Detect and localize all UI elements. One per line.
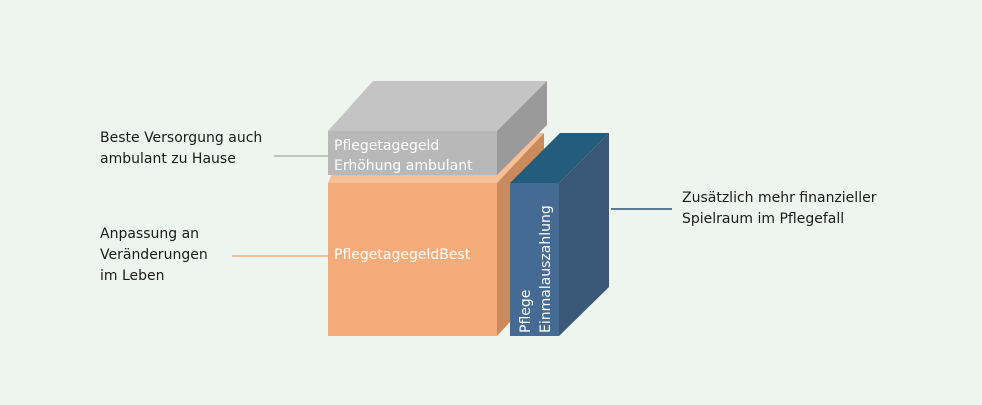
annotation-left-top-line2: ambulant zu Hause <box>100 151 236 167</box>
annotation-left-bottom: Anpassung an Veränderungen im Leben <box>100 224 208 287</box>
blue-block-label-line2: Einmalauszahlung <box>538 205 554 333</box>
annotation-left-top-line1: Beste Versorgung auch <box>100 130 263 146</box>
grey-block-label-line1: Pflegetagegeld <box>334 138 439 154</box>
blue-block-front <box>510 183 559 336</box>
blue-block-label-line1: Pflege <box>518 290 534 333</box>
annotation-left-bottom-line2: Veränderungen <box>100 247 208 263</box>
annotation-left-bottom-line1: Anpassung an <box>100 226 200 242</box>
blue-block-side <box>559 133 609 336</box>
annotation-right-line2: Spielraum im Pflegefall <box>682 211 845 227</box>
grey-block-front <box>328 131 497 175</box>
orange-block-front <box>328 183 497 336</box>
annotation-right-line1: Zusätzlich mehr finanzieller <box>682 190 877 206</box>
annotation-left-top: Beste Versorgung auch ambulant zu Hause <box>100 128 262 170</box>
grey-block-label-line2: Erhöhung ambulant <box>334 158 473 174</box>
grey-block-side <box>497 81 547 175</box>
grey-block-top <box>328 81 547 131</box>
orange-block-label: PflegetagegeldBest <box>334 247 471 263</box>
annotation-left-bottom-line3: im Leben <box>100 268 165 284</box>
annotation-right: Zusätzlich mehr finanzieller Spielraum i… <box>682 188 876 230</box>
blue-block-top <box>510 133 609 183</box>
